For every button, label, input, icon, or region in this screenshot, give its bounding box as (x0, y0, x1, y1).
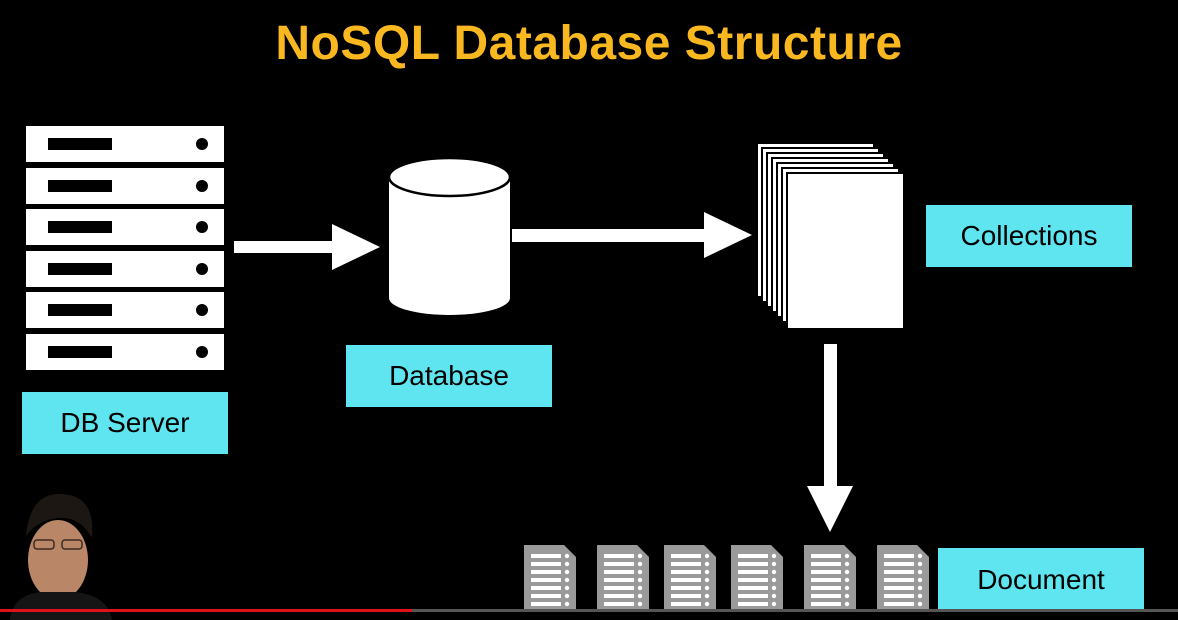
server-slot (48, 179, 112, 192)
video-progress-fill (0, 609, 413, 612)
document-label: Document (938, 548, 1144, 612)
server-led-icon (196, 262, 208, 275)
server-unit (26, 126, 224, 162)
server-slot (48, 345, 112, 358)
server-led-icon (196, 221, 208, 233)
server-unit (26, 250, 224, 287)
server-unit (26, 209, 224, 245)
document-icon (804, 545, 856, 612)
page-title: NoSQL Database Structure (275, 17, 903, 70)
presenter-webcam (0, 486, 130, 620)
server-led-icon (196, 345, 208, 358)
database-icon (387, 156, 512, 315)
server-unit (26, 333, 224, 370)
database-label: Database (346, 345, 552, 407)
server-slot (48, 304, 112, 316)
server-slot (48, 221, 112, 233)
server-unit (26, 167, 224, 204)
collections-label: Collections (926, 205, 1132, 267)
collections-icon (756, 142, 905, 330)
server-slot (48, 262, 112, 275)
arrow-server-to-database (234, 224, 380, 270)
server-led-icon (196, 304, 208, 316)
arrow-database-to-collections (512, 212, 752, 258)
server-led-icon (196, 179, 208, 192)
arrow-collections-to-document (807, 344, 853, 532)
document-icon (597, 545, 649, 612)
document-icon (731, 545, 783, 612)
server-slot (48, 138, 112, 150)
server-led-icon (196, 138, 208, 150)
server-unit (26, 292, 224, 328)
document-icon (877, 545, 929, 612)
db-server-label: DB Server (22, 392, 228, 454)
document-icon (524, 545, 576, 612)
document-icon (664, 545, 716, 612)
video-progress-bar[interactable] (0, 609, 1178, 612)
documents-row (524, 545, 929, 612)
